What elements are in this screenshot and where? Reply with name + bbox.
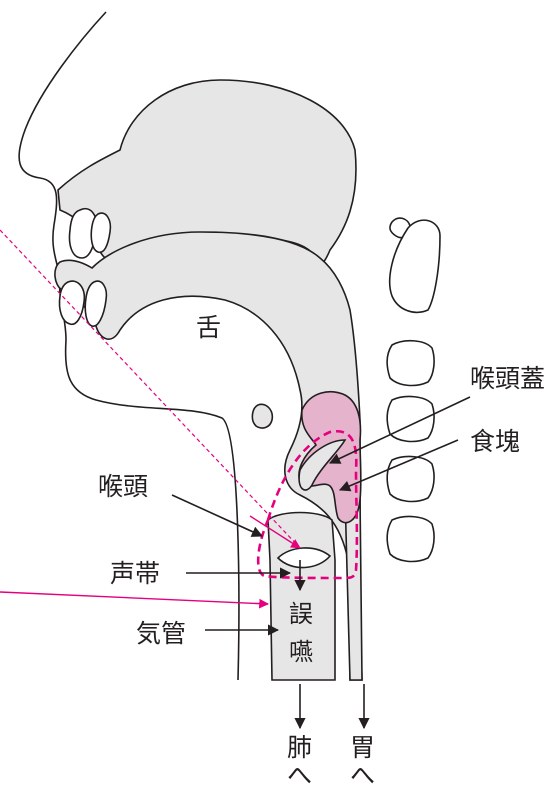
pink-aspiration-arrow: [0, 592, 268, 604]
label-to-stomach-1: 胃: [350, 733, 375, 762]
label-epiglottis: 喉頭蓋: [470, 364, 545, 393]
vertebra-5: [387, 457, 434, 502]
label-trachea: 気管: [136, 619, 186, 648]
hyoid-bone: [252, 404, 272, 428]
label-aspiration-2: 嚥: [289, 638, 313, 666]
vertebra-6: [387, 517, 434, 562]
larynx-leader: [172, 495, 262, 536]
label-vocal-cords: 声帯: [110, 559, 160, 588]
lower-teeth: [59, 281, 84, 324]
vertebra-4: [387, 397, 434, 442]
label-to-stomach-2: へ: [350, 761, 375, 787]
label-tongue: 舌: [196, 313, 221, 342]
label-to-lungs-2: へ: [287, 761, 312, 787]
label-aspiration-1: 誤: [289, 600, 313, 628]
vertebra-3: [387, 341, 434, 386]
label-bolus: 食塊: [470, 427, 520, 456]
label-larynx: 喉頭: [98, 472, 148, 501]
label-to-lungs-1: 肺: [287, 733, 312, 762]
